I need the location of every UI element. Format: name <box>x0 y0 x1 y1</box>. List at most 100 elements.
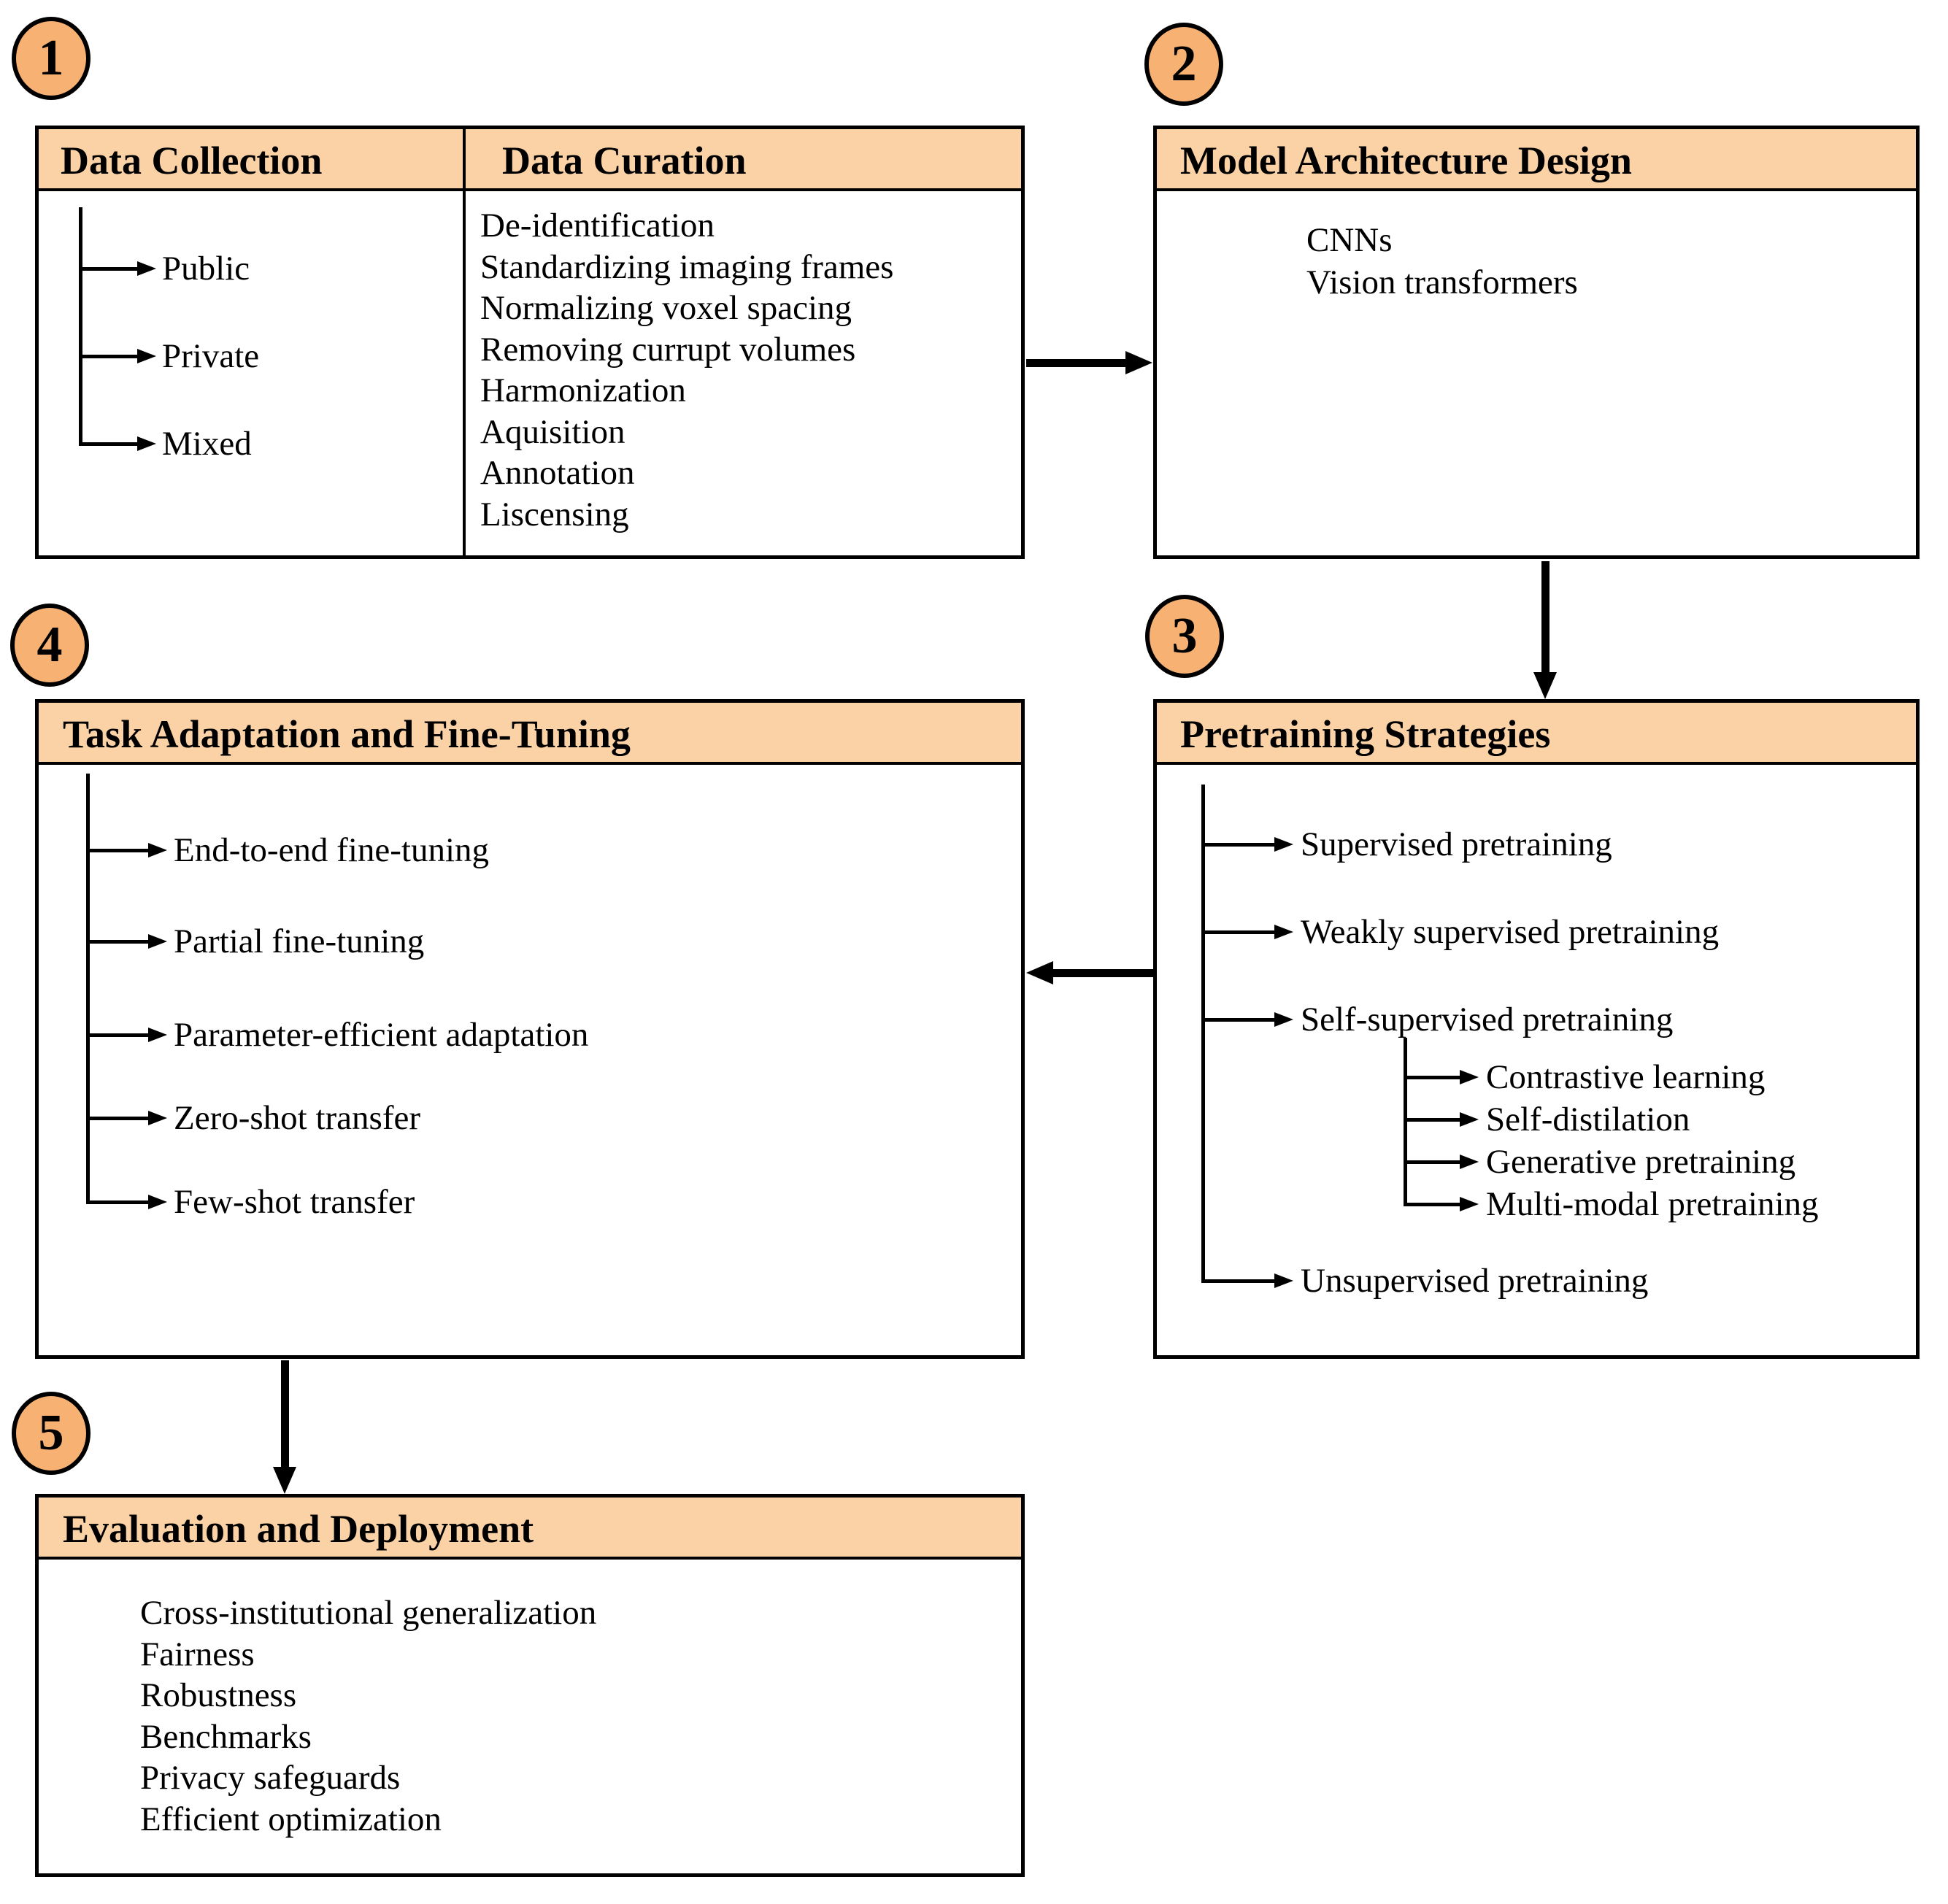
architecture-item: CNNs <box>1306 221 1393 259</box>
adaptation-item-end-to-end: End-to-end fine-tuning <box>174 831 490 869</box>
branch-line <box>1404 1076 1460 1079</box>
branch-arrow-icon <box>1274 1012 1293 1027</box>
branch-arrow-icon <box>148 843 167 857</box>
architecture-item: Vision transformers <box>1306 263 1578 301</box>
model-architecture-title: Model Architecture Design <box>1180 138 1632 182</box>
step-4-badge: 4 <box>10 604 89 687</box>
model-architecture-box <box>1153 126 1920 559</box>
branch-line <box>1201 843 1274 847</box>
step-5-number: 5 <box>38 1405 64 1461</box>
connector-box1-to-box2-line <box>1026 359 1125 367</box>
branch-arrow-icon <box>1460 1155 1479 1169</box>
box3-header-band <box>1157 703 1916 765</box>
adaptation-item-zero-shot: Zero-shot transfer <box>174 1099 420 1137</box>
connector-box4-to-box5-arrowhead-icon <box>273 1467 296 1494</box>
evaluation-item: Fairness <box>140 1635 255 1673</box>
branch-line <box>1201 1018 1274 1022</box>
evaluation-item: Cross-institutional generalization <box>140 1594 597 1632</box>
branch-line <box>1201 1279 1274 1283</box>
branch-line <box>86 849 148 852</box>
connector-box4-to-box5-line <box>281 1360 289 1467</box>
branch-arrow-icon <box>1460 1197 1479 1211</box>
curation-item: Harmonization <box>480 371 686 409</box>
branch-line <box>1404 1203 1460 1206</box>
evaluation-item: Benchmarks <box>140 1717 312 1756</box>
curation-item: Normalizing voxel spacing <box>480 289 852 327</box>
connector-box2-to-box3-arrowhead-icon <box>1533 672 1557 699</box>
branch-line <box>86 1033 148 1037</box>
step-4-number: 4 <box>36 617 63 673</box>
connector-box3-to-box4-arrowhead-icon <box>1026 961 1053 984</box>
step-2-badge: 2 <box>1144 23 1223 106</box>
evaluation-item: Privacy safeguards <box>140 1759 401 1797</box>
branch-arrow-icon <box>137 261 156 276</box>
evaluation-item: Efficient optimization <box>140 1800 442 1838</box>
curation-item: Annotation <box>480 454 635 492</box>
ssl-item-multi-modal: Multi-modal pretraining <box>1486 1185 1819 1223</box>
pretraining-item-self-supervised: Self-supervised pretraining <box>1301 1001 1674 1038</box>
collection-item-mixed: Mixed <box>162 425 252 463</box>
branch-arrow-icon <box>1460 1112 1479 1127</box>
step-2-number: 2 <box>1171 36 1197 92</box>
branch-arrow-icon <box>137 436 156 451</box>
branch-arrow-icon <box>1274 837 1293 852</box>
data-collection-title: Data Collection <box>61 138 323 182</box>
curation-item: Aquisition <box>480 412 625 451</box>
box1-tree-trunk <box>79 207 82 445</box>
connector-box3-to-box4-line <box>1053 969 1153 977</box>
branch-line <box>79 442 137 446</box>
architecture-list: CNNs Vision transformers <box>1306 219 1578 304</box>
step-1-badge: 1 <box>12 17 91 100</box>
ssl-item-generative: Generative pretraining <box>1486 1143 1796 1181</box>
ssl-item-contrastive: Contrastive learning <box>1486 1058 1766 1096</box>
evaluation-list: Cross-institutional generalization Fairn… <box>140 1592 596 1840</box>
branch-arrow-icon <box>1460 1070 1479 1084</box>
box1-header-band <box>39 129 1021 191</box>
branch-line <box>1201 930 1274 934</box>
branch-line <box>79 355 137 358</box>
curation-item: Standardizing imaging frames <box>480 247 894 286</box>
data-collection-curation-box <box>35 126 1025 559</box>
branch-arrow-icon <box>148 934 167 949</box>
step-1-number: 1 <box>38 30 64 86</box>
branch-line <box>1404 1118 1460 1122</box>
branch-arrow-icon <box>1274 925 1293 939</box>
box4-header-band <box>39 703 1021 765</box>
step-5-badge: 5 <box>12 1392 91 1475</box>
branch-line <box>79 267 137 271</box>
step-3-badge: 3 <box>1145 595 1224 678</box>
curation-item: De-identification <box>480 207 715 244</box>
branch-arrow-icon <box>1274 1273 1293 1288</box>
curation-list: De-identification Standardizing imaging … <box>480 205 893 535</box>
adaptation-item-partial: Partial fine-tuning <box>174 922 425 960</box>
branch-line <box>86 1200 148 1204</box>
branch-line <box>1404 1160 1460 1164</box>
box5-header-band <box>39 1498 1021 1560</box>
step-3-number: 3 <box>1171 608 1198 664</box>
branch-arrow-icon <box>148 1111 167 1125</box>
branch-line <box>86 940 148 944</box>
curation-item: Liscensing <box>480 495 629 533</box>
box1-column-divider <box>463 129 466 555</box>
ssl-item-self-distilation: Self-distilation <box>1486 1101 1690 1138</box>
box2-header-band <box>1157 129 1916 191</box>
data-curation-title: Data Curation <box>502 138 747 182</box>
evaluation-item: Robustness <box>140 1676 297 1714</box>
box4-tree-trunk <box>86 774 90 1202</box>
curation-item: Removing currupt volumes <box>480 330 856 369</box>
branch-arrow-icon <box>148 1028 167 1042</box>
task-adaptation-box <box>35 699 1025 1359</box>
box3-tree-trunk <box>1201 785 1205 1282</box>
branch-line <box>86 1117 148 1120</box>
collection-item-public: Public <box>162 250 250 288</box>
evaluation-deployment-title: Evaluation and Deployment <box>63 1506 534 1551</box>
collection-item-private: Private <box>162 337 260 375</box>
pretraining-item-weakly-supervised: Weakly supervised pretraining <box>1301 913 1720 951</box>
task-adaptation-title: Task Adaptation and Fine-Tuning <box>63 712 631 756</box>
pretraining-item-supervised: Supervised pretraining <box>1301 825 1612 863</box>
branch-arrow-icon <box>137 349 156 363</box>
branch-arrow-icon <box>148 1195 167 1209</box>
connector-box2-to-box3-line <box>1541 561 1549 672</box>
adaptation-item-few-shot: Few-shot transfer <box>174 1183 415 1221</box>
